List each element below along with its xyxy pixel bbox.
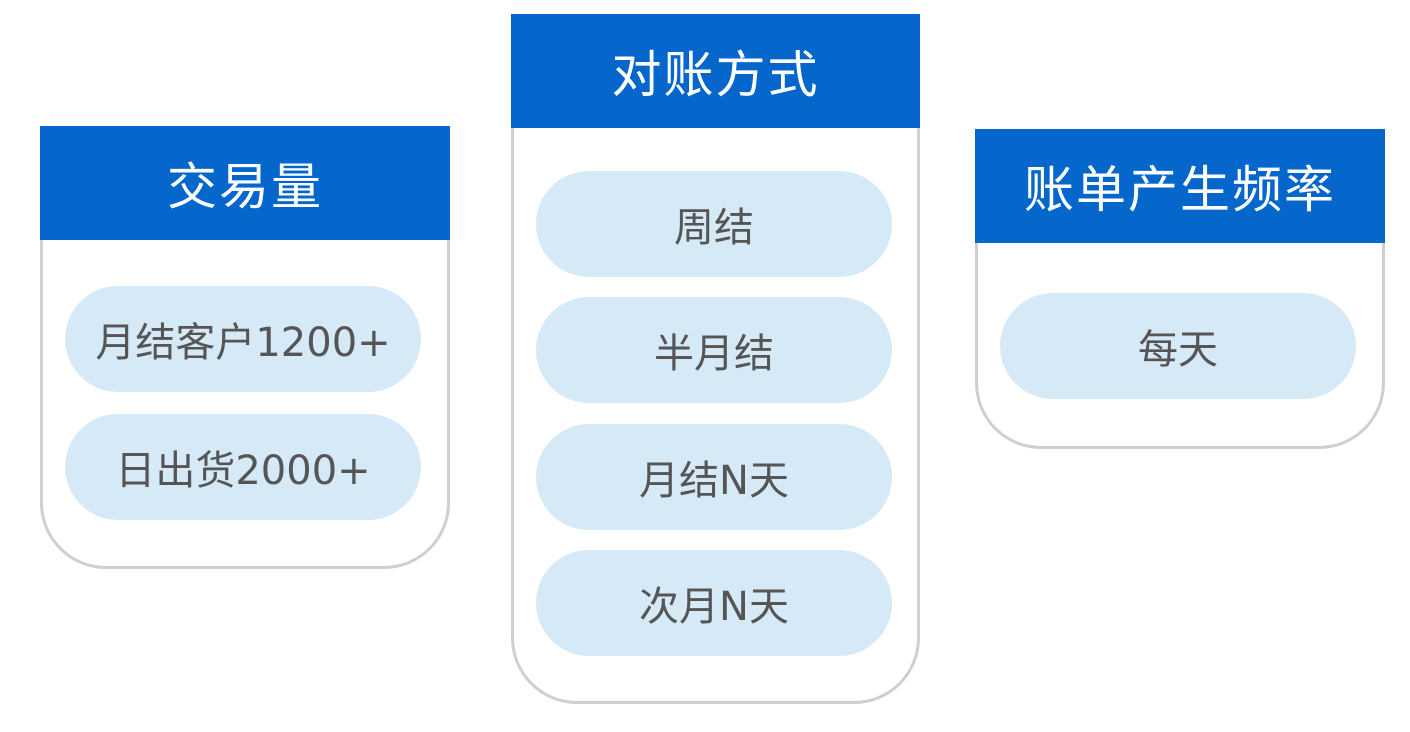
card-title-reconciliation-method: 对账方式 xyxy=(511,14,920,128)
item-monthly-customers: 月结客户1200+ xyxy=(65,286,421,392)
item-monthly-n-days: 月结N天 xyxy=(536,424,892,530)
item-daily-shipments: 日出货2000+ xyxy=(65,414,421,520)
item-daily: 每天 xyxy=(1000,293,1356,399)
item-weekly: 周结 xyxy=(536,171,892,277)
card-reconciliation-method: 对账方式 周结 半月结 月结N天 次月N天 xyxy=(511,14,920,704)
item-semi-monthly: 半月结 xyxy=(536,297,892,403)
card-billing-frequency: 账单产生频率 每天 xyxy=(975,129,1385,449)
card-title-transaction-volume: 交易量 xyxy=(40,126,450,240)
card-title-billing-frequency: 账单产生频率 xyxy=(975,129,1385,243)
card-transaction-volume: 交易量 月结客户1200+ 日出货2000+ xyxy=(40,126,450,569)
item-next-month-n-days: 次月N天 xyxy=(536,550,892,656)
